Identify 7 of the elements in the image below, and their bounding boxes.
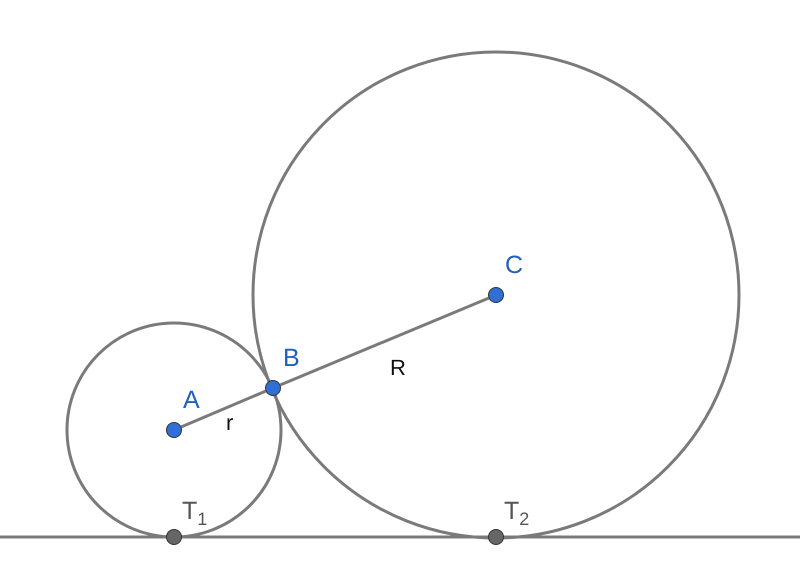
line-segment: [180, 390, 266, 428]
point-label: T$_{1}$: [182, 497, 208, 531]
point-label: B: [283, 344, 300, 372]
point-label: A: [183, 386, 200, 414]
point-label: T$_{2}$: [504, 497, 530, 531]
line-segment: [280, 296, 490, 386]
point-label: C: [505, 251, 524, 279]
